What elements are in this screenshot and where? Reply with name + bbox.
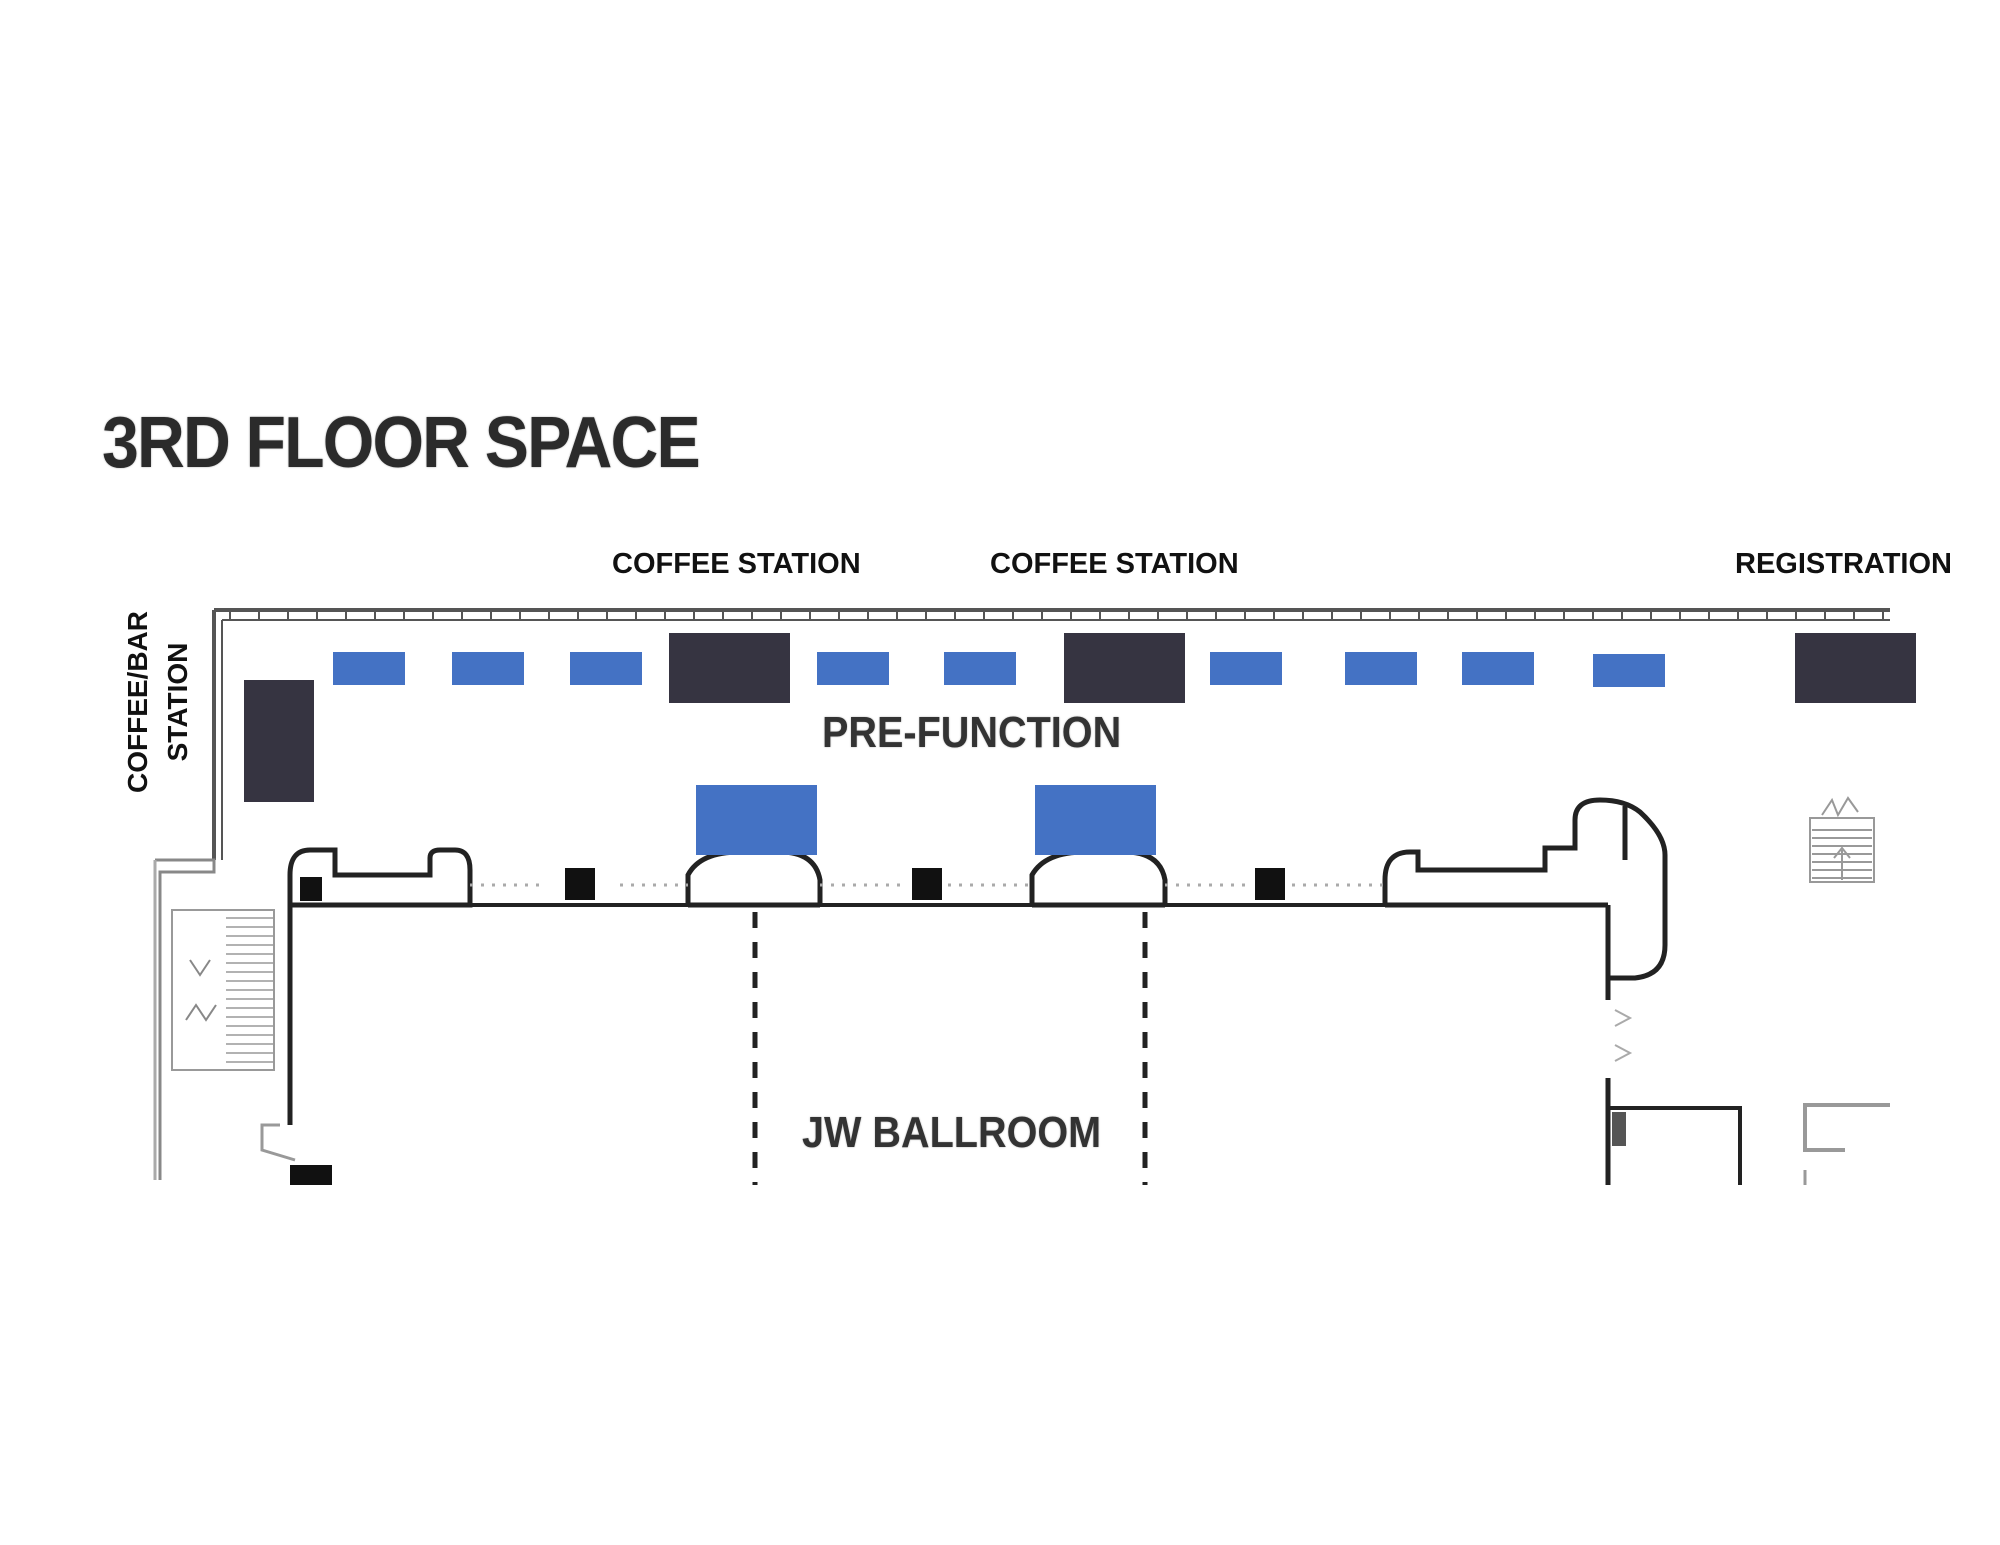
table-blue — [817, 652, 889, 685]
coffee-bar-station-block — [244, 680, 314, 802]
table-blue — [1593, 654, 1665, 687]
table-blue — [570, 652, 642, 685]
east-walls — [1605, 978, 1890, 1185]
prefunction-room-label: PRE-FUNCTION — [822, 708, 1122, 757]
table-blue — [1210, 652, 1282, 685]
ballroom-north-wall — [287, 797, 1668, 981]
table-blue — [452, 652, 524, 685]
door-table-group — [696, 785, 1156, 855]
registration-block — [1795, 633, 1916, 703]
table-group — [333, 652, 1665, 687]
coffee-bar-label-line1: COFFEE/BAR — [122, 611, 153, 793]
stairs-icon — [153, 858, 275, 1180]
table-blue — [944, 652, 1016, 685]
west-wall — [212, 610, 223, 860]
ballroom-west-wall — [260, 905, 332, 1185]
column-icon — [565, 868, 1285, 900]
elevator-icon — [1809, 796, 1875, 883]
coffee-station-label-1: COFFEE STATION — [612, 548, 861, 580]
registration-label: REGISTRATION — [1735, 548, 1952, 580]
door-table-blue-2 — [1035, 785, 1156, 855]
coffee-station-block-1 — [669, 633, 790, 703]
coffee-station-block-2 — [1064, 633, 1185, 703]
north-wall — [214, 608, 1890, 621]
ballroom-room-label: JW BALLROOM — [802, 1108, 1102, 1157]
table-blue — [1462, 652, 1534, 685]
ballroom-partition — [752, 912, 1148, 1185]
door-table-blue-1 — [696, 785, 817, 855]
table-blue — [333, 652, 405, 685]
table-blue — [1345, 652, 1417, 685]
coffee-bar-station-label: COFFEE/BAR STATION — [118, 602, 194, 802]
coffee-station-label-2: COFFEE STATION — [990, 548, 1239, 580]
map-title: 3RD FLOOR SPACE — [102, 403, 701, 483]
station-group — [244, 633, 1916, 802]
coffee-bar-label-line2: STATION — [162, 642, 193, 762]
